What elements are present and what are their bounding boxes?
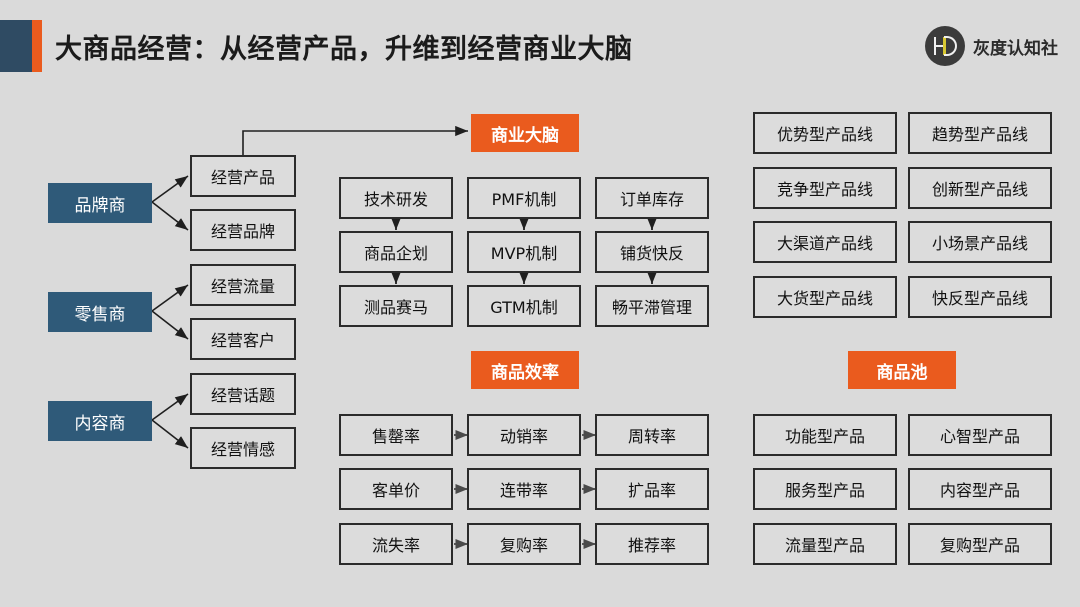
header-accent-navy (0, 20, 32, 72)
header-accent-orange (32, 20, 42, 72)
node-brain-c1-r1[interactable]: 技术研发 (339, 177, 453, 219)
node-brand-child-2[interactable]: 经营品牌 (190, 209, 296, 251)
node-eff-r2-c3[interactable]: 扩品率 (595, 468, 709, 510)
node-eff-r1-c2[interactable]: 动销率 (467, 414, 581, 456)
node-line-r3-c1[interactable]: 大渠道产品线 (753, 221, 897, 263)
node-line-r1-c2[interactable]: 趋势型产品线 (908, 112, 1052, 154)
node-content-child-1[interactable]: 经营话题 (190, 373, 296, 415)
heading-product-efficiency[interactable]: 商品效率 (471, 351, 579, 389)
logo-circle-icon (925, 26, 965, 66)
node-eff-r3-c1[interactable]: 流失率 (339, 523, 453, 565)
node-brain-c2-r2[interactable]: MVP机制 (467, 231, 581, 273)
actor-box-brand[interactable]: 品牌商 (48, 183, 152, 223)
node-brain-c2-r1[interactable]: PMF机制 (467, 177, 581, 219)
node-eff-r1-c3[interactable]: 周转率 (595, 414, 709, 456)
node-pool-r1-c2[interactable]: 心智型产品 (908, 414, 1052, 456)
logo-text: 灰度认知社 (973, 38, 1058, 59)
node-eff-r3-c2[interactable]: 复购率 (467, 523, 581, 565)
node-retailer-child-2[interactable]: 经营客户 (190, 318, 296, 360)
actor-box-retailer[interactable]: 零售商 (48, 292, 152, 332)
brand-logo: 灰度认知社 (925, 26, 1058, 66)
node-eff-r3-c3[interactable]: 推荐率 (595, 523, 709, 565)
node-brain-c2-r3[interactable]: GTM机制 (467, 285, 581, 327)
node-line-r4-c1[interactable]: 大货型产品线 (753, 276, 897, 318)
node-brain-c1-r2[interactable]: 商品企划 (339, 231, 453, 273)
node-eff-r2-c2[interactable]: 连带率 (467, 468, 581, 510)
node-retailer-child-1[interactable]: 经营流量 (190, 264, 296, 306)
node-content-child-2[interactable]: 经营情感 (190, 427, 296, 469)
node-line-r2-c2[interactable]: 创新型产品线 (908, 167, 1052, 209)
node-brain-c3-r3[interactable]: 畅平滞管理 (595, 285, 709, 327)
node-pool-r2-c2[interactable]: 内容型产品 (908, 468, 1052, 510)
node-line-r1-c1[interactable]: 优势型产品线 (753, 112, 897, 154)
actor-box-content[interactable]: 内容商 (48, 401, 152, 441)
node-line-r4-c2[interactable]: 快反型产品线 (908, 276, 1052, 318)
heading-product-pool[interactable]: 商品池 (848, 351, 956, 389)
node-eff-r2-c1[interactable]: 客单价 (339, 468, 453, 510)
node-brain-c3-r2[interactable]: 铺货快反 (595, 231, 709, 273)
heading-business-brain[interactable]: 商业大脑 (471, 114, 579, 152)
node-line-r3-c2[interactable]: 小场景产品线 (908, 221, 1052, 263)
node-brain-c1-r3[interactable]: 测品赛马 (339, 285, 453, 327)
node-pool-r1-c1[interactable]: 功能型产品 (753, 414, 897, 456)
node-brain-c3-r1[interactable]: 订单库存 (595, 177, 709, 219)
node-eff-r1-c1[interactable]: 售罄率 (339, 414, 453, 456)
node-line-r2-c1[interactable]: 竞争型产品线 (753, 167, 897, 209)
page-title: 大商品经营：从经营产品，升维到经营商业大脑 (55, 34, 633, 65)
node-pool-r3-c2[interactable]: 复购型产品 (908, 523, 1052, 565)
node-pool-r3-c1[interactable]: 流量型产品 (753, 523, 897, 565)
node-pool-r2-c1[interactable]: 服务型产品 (753, 468, 897, 510)
node-brand-child-1[interactable]: 经营产品 (190, 155, 296, 197)
